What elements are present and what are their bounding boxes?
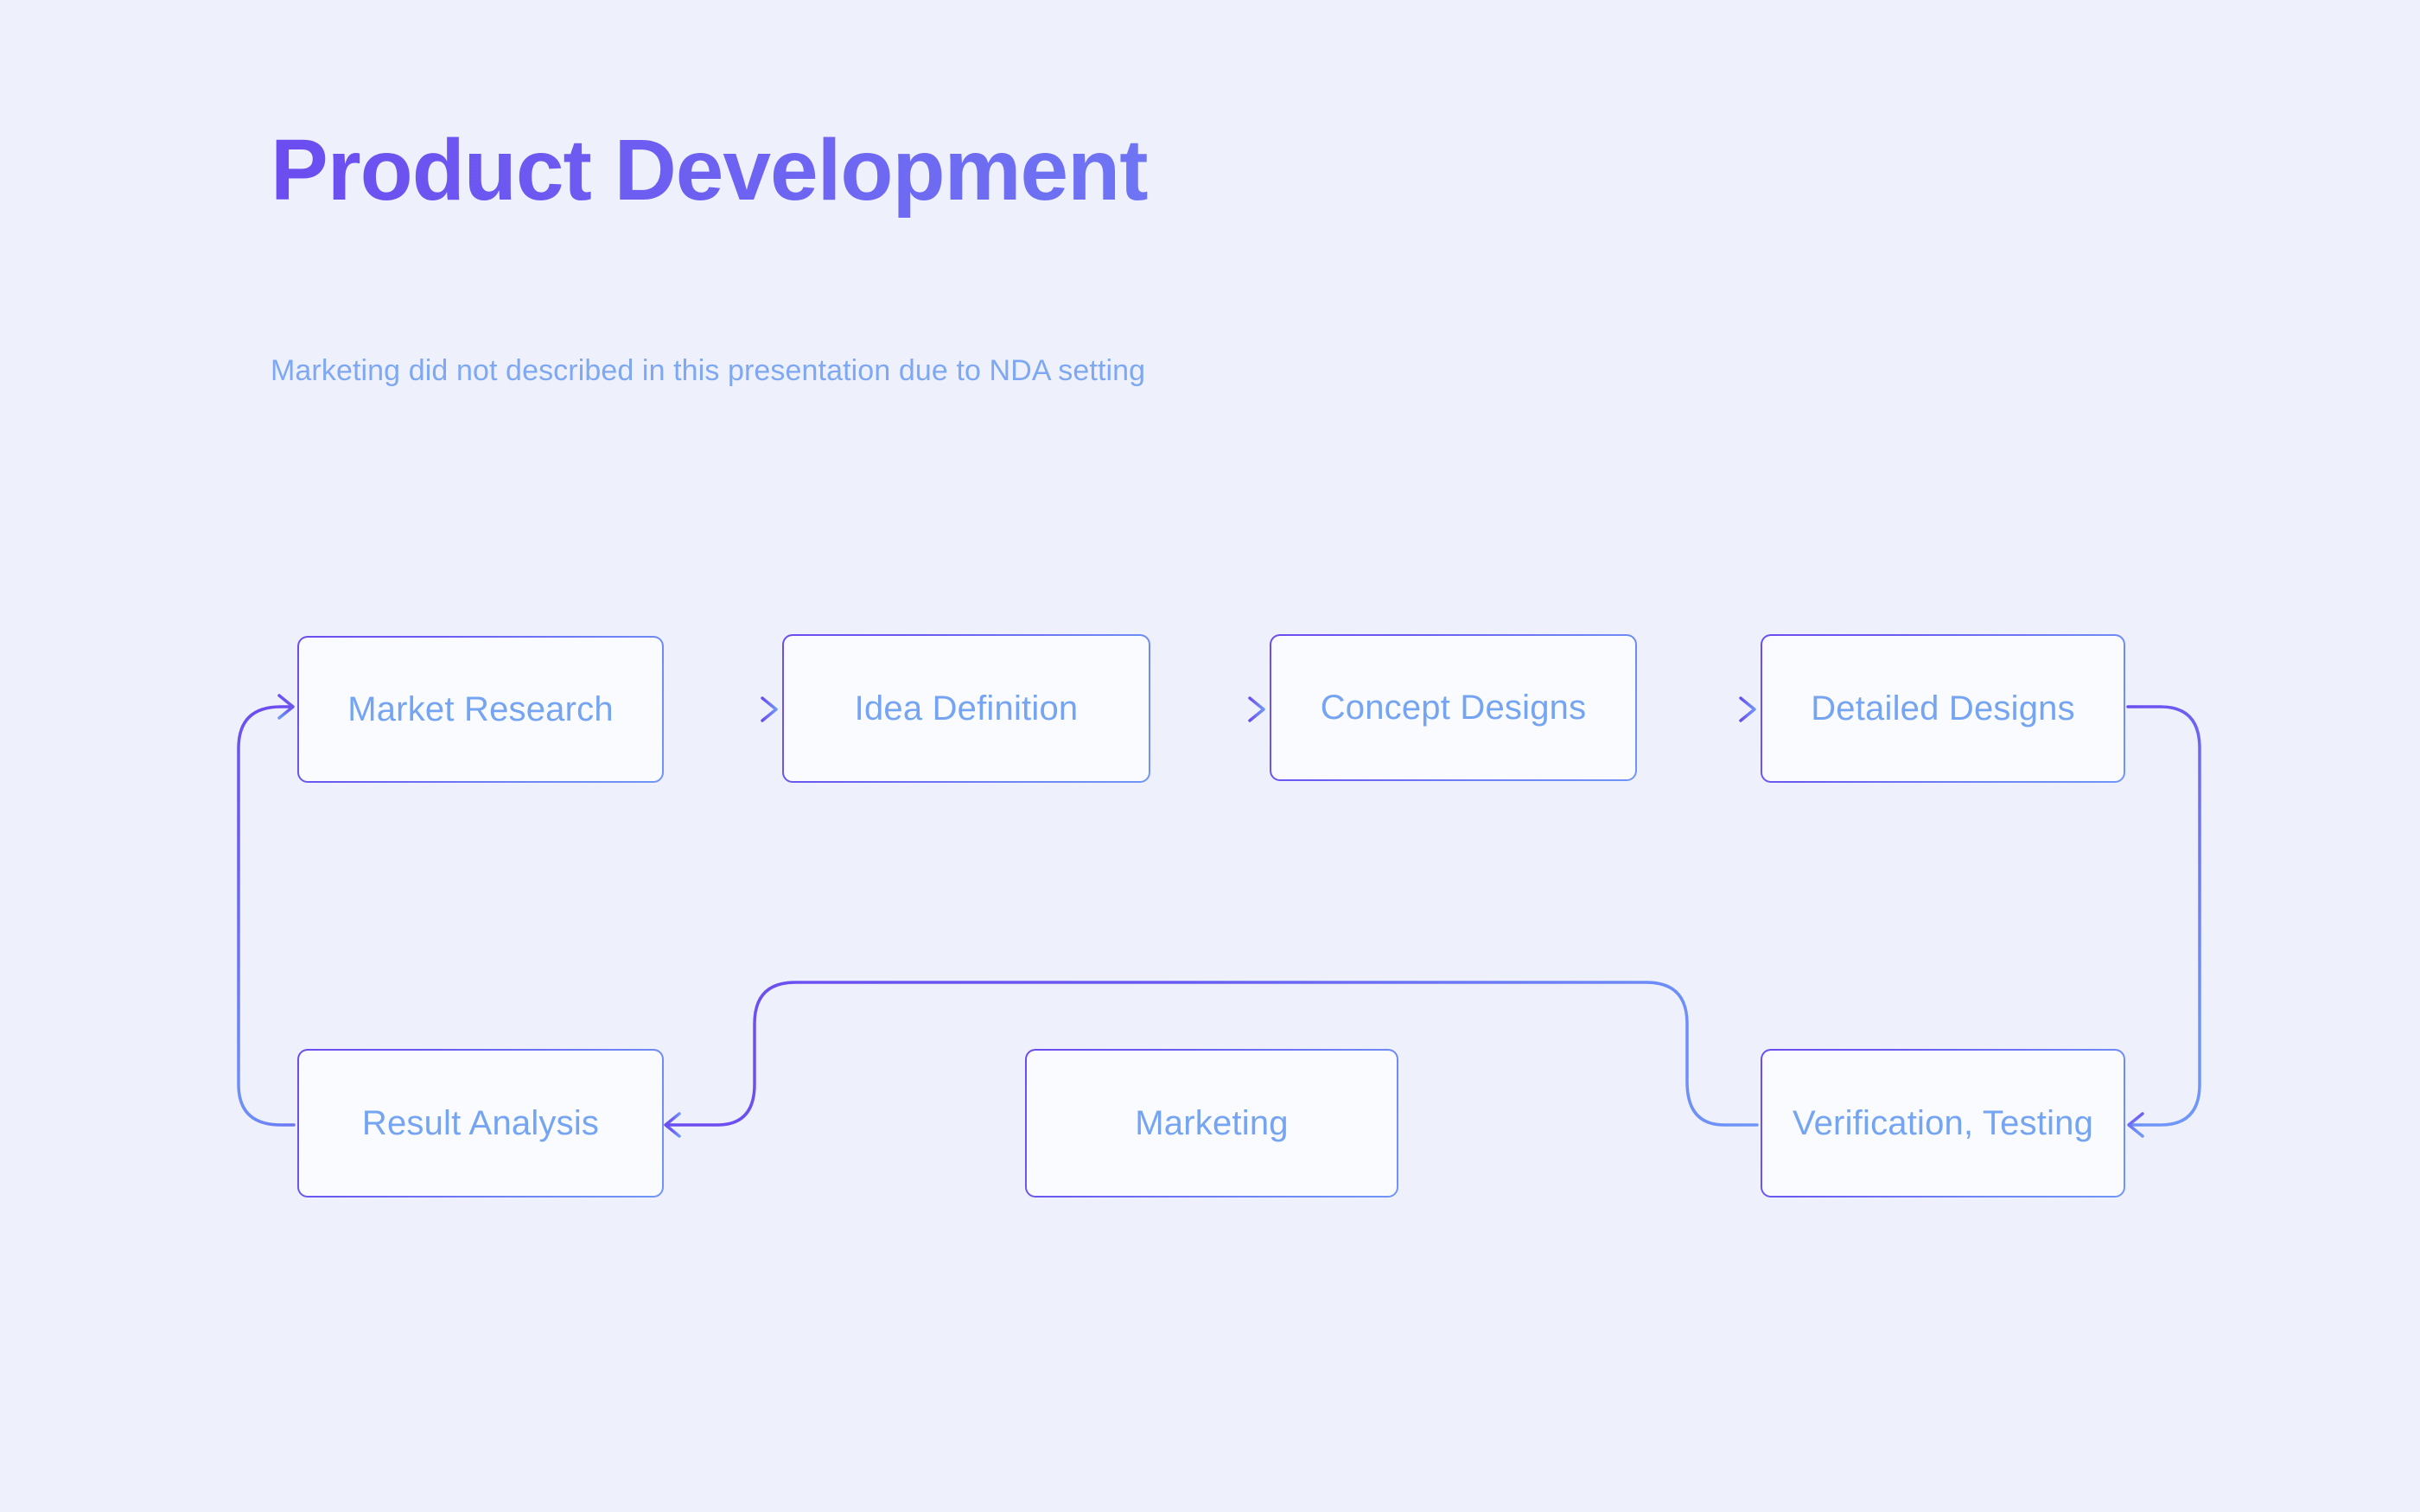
header: Product Development Marketing did not de… — [271, 121, 2172, 387]
node-label: Result Analysis — [361, 1103, 600, 1142]
edge-concept-designs-to-detailed-designs — [1638, 696, 1756, 722]
node-label: Verification, Testing — [1792, 1103, 2094, 1142]
node-market-research[interactable]: Market Research — [297, 636, 664, 783]
node-detailed-designs[interactable]: Detailed Designs — [1761, 634, 2125, 783]
edge-market-research-to-idea-definition — [664, 696, 778, 722]
page-title: Product Development — [271, 121, 2172, 220]
node-label: Marketing — [1135, 1103, 1289, 1142]
page-subtitle: Marketing did not described in this pres… — [271, 354, 1146, 387]
node-label: Market Research — [347, 689, 614, 728]
node-verification[interactable]: Verification, Testing — [1761, 1049, 2125, 1198]
node-concept-designs[interactable]: Concept Designs — [1270, 634, 1637, 781]
edge-result-analysis-to-market-research — [237, 694, 296, 1127]
node-label: Idea Definition — [854, 689, 1079, 727]
node-result-analysis[interactable]: Result Analysis — [297, 1049, 664, 1198]
node-label: Detailed Designs — [1811, 689, 2075, 727]
edge-detailed-designs-to-verification — [2126, 705, 2201, 1138]
edge-idea-definition-to-concept-designs — [1151, 696, 1265, 722]
node-idea-definition[interactable]: Idea Definition — [782, 634, 1150, 783]
node-marketing[interactable]: Marketing — [1025, 1049, 1398, 1198]
node-label: Concept Designs — [1320, 688, 1587, 727]
